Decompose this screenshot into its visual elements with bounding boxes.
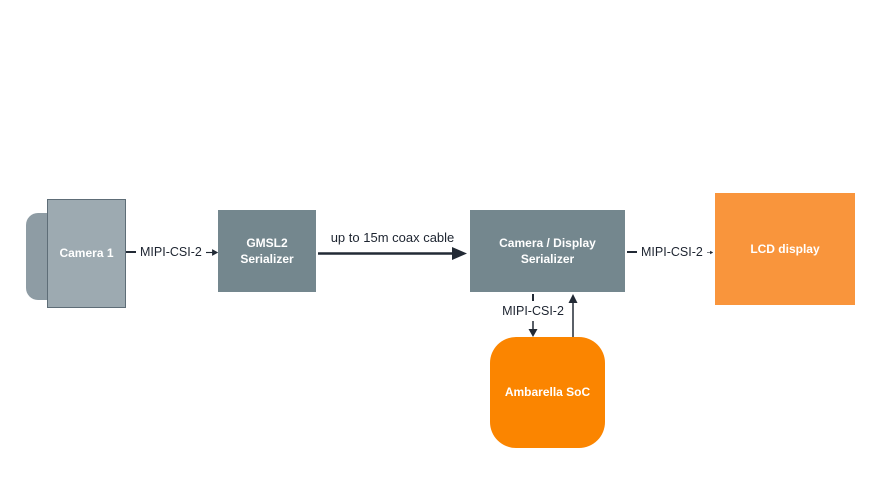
coax-cable-label: up to 15m coax cable <box>330 230 455 245</box>
node-lcd-display-label: LCD display <box>750 241 820 256</box>
node-gmsl2-serializer: GMSL2 Serializer <box>218 210 316 292</box>
arrow-down-icon <box>528 321 538 337</box>
node-camera-1-label: Camera 1 <box>59 246 114 261</box>
node-camera-1: Camera 1 <box>47 199 126 308</box>
connector-camera-to-gmsl2-label: MIPI-CSI-2 <box>140 245 202 259</box>
connector-serializer-to-lcd: MIPI-CSI-2 <box>627 244 713 260</box>
node-ambarella-soc-label: Ambarella SoC <box>504 385 591 400</box>
node-ambarella-soc: Ambarella SoC <box>490 337 605 448</box>
arrow-right-icon <box>706 250 713 254</box>
connector-dash-vertical <box>532 294 534 301</box>
node-camera-display-serializer-label-line1: Camera / Display <box>499 235 596 250</box>
node-camera-display-serializer: Camera / Display Serializer <box>470 210 625 292</box>
connector-serializer-to-soc: MIPI-CSI-2 <box>493 294 573 337</box>
connector-camera-to-gmsl2: MIPI-CSI-2 <box>126 244 218 260</box>
connector-gmsl2-to-serializer: up to 15m coax cable <box>318 230 467 261</box>
node-gmsl2-serializer-label-line1: GMSL2 <box>246 235 288 250</box>
node-camera-display-serializer-label-line2: Serializer <box>520 252 575 266</box>
arrow-up-icon <box>568 294 578 337</box>
node-gmsl2-serializer-label-line2: Serializer <box>240 252 294 266</box>
connector-dash <box>627 251 637 253</box>
connector-serializer-to-lcd-label: MIPI-CSI-2 <box>641 245 703 259</box>
node-lcd-display: LCD display <box>715 193 855 305</box>
connector-soc-to-serializer <box>567 294 579 337</box>
connector-serializer-to-soc-label: MIPI-CSI-2 <box>502 304 564 318</box>
connector-dash <box>126 251 136 253</box>
thick-arrow-right-icon <box>318 247 467 260</box>
arrow-right-icon <box>205 248 218 256</box>
